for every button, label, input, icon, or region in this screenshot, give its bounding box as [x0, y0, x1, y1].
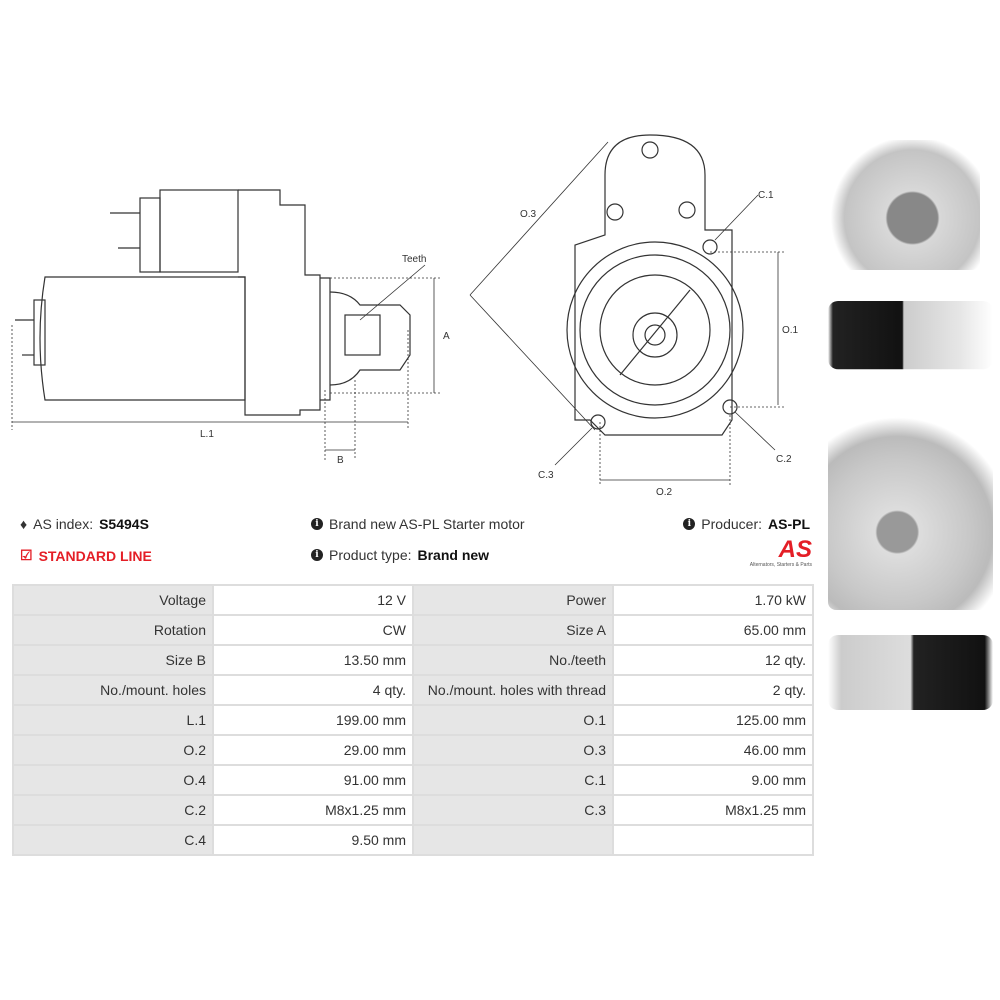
label-o1: O.1 [782, 325, 799, 336]
side-view-drawing: Teeth A L.1 B [11, 189, 450, 466]
product-photo-rear[interactable] [828, 405, 993, 610]
info-icon: i [683, 518, 696, 530]
label-l1: L.1 [200, 429, 214, 440]
spec-label: No./mount. holes [12, 674, 214, 706]
spec-value: 29.00 mm [212, 734, 414, 766]
spec-value: M8x1.25 mm [612, 794, 814, 826]
spec-label: C.3 [412, 794, 614, 826]
spec-label: C.1 [412, 764, 614, 796]
label-c1: C.1 [758, 190, 774, 201]
spec-label: Size A [412, 614, 614, 646]
spec-label: O.4 [12, 764, 214, 796]
spec-label: Voltage [12, 584, 214, 616]
standard-line-badge: ☑ STANDARD LINE [20, 547, 152, 564]
label-c2: C.2 [776, 454, 792, 465]
spec-value [612, 824, 814, 856]
spec-value: 65.00 mm [612, 614, 814, 646]
producer-value: AS-PL [768, 516, 810, 532]
spec-value: 9.50 mm [212, 824, 414, 856]
spec-value: M8x1.25 mm [212, 794, 414, 826]
spec-value: 4 qty. [212, 674, 414, 706]
spec-label: O.1 [412, 704, 614, 736]
spec-value: 12 V [212, 584, 414, 616]
spec-value: 9.00 mm [612, 764, 814, 796]
info-icon: i [311, 549, 323, 561]
spec-value: 46.00 mm [612, 734, 814, 766]
producer: i Producer: AS-PL [683, 516, 810, 532]
as-logo: AS Alternators, Starters & Parts [749, 536, 812, 569]
spec-label: O.2 [12, 734, 214, 766]
spec-label: C.2 [12, 794, 214, 826]
spec-label: C.4 [12, 824, 214, 856]
spec-value: 1.70 kW [612, 584, 814, 616]
as-index-value: S5494S [99, 516, 149, 532]
spec-label: Rotation [12, 614, 214, 646]
spec-label: Power [412, 584, 614, 616]
product-photo-angle[interactable] [828, 635, 993, 710]
spec-value: 125.00 mm [612, 704, 814, 736]
checkbox-icon: ☑ [20, 547, 33, 563]
spec-value: 13.50 mm [212, 644, 414, 676]
as-index: ♦ AS index: S5494S [20, 516, 149, 532]
spec-value: 91.00 mm [212, 764, 414, 796]
product-photo-front[interactable] [830, 140, 980, 270]
spec-value: CW [212, 614, 414, 646]
spec-label [412, 824, 614, 856]
spec-label: No./teeth [412, 644, 614, 676]
front-view-drawing: O.3 C.1 O.1 C.2 C.3 O.2 [469, 134, 799, 498]
description: i Brand new AS-PL Starter motor [311, 516, 525, 532]
label-teeth: Teeth [402, 254, 426, 265]
spec-label: L.1 [12, 704, 214, 736]
spec-value: 2 qty. [612, 674, 814, 706]
spec-label: No./mount. holes with thread [412, 674, 614, 706]
tag-icon: ♦ [20, 516, 28, 532]
label-o3: O.3 [520, 209, 537, 220]
label-b: B [337, 455, 344, 466]
product-photo-side[interactable] [828, 301, 993, 370]
label-a: A [443, 331, 450, 342]
spec-label: Size B [12, 644, 214, 676]
label-o2: O.2 [656, 487, 673, 498]
info-icon: i [311, 518, 323, 530]
spec-value: 199.00 mm [212, 704, 414, 736]
spec-value: 12 qty. [612, 644, 814, 676]
spec-label: O.3 [412, 734, 614, 766]
label-c3: C.3 [538, 470, 554, 481]
product-type: i Product type: Brand new [311, 547, 489, 563]
